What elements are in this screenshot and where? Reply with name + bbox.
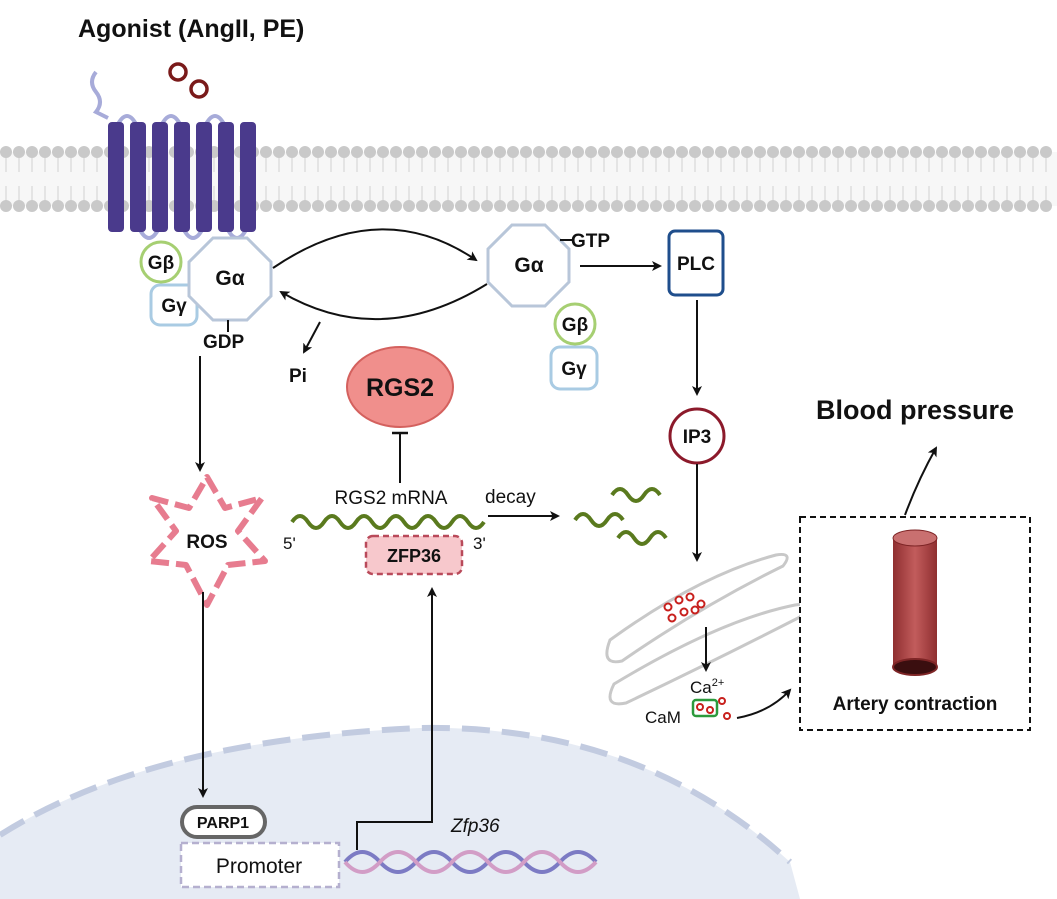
ggamma-left-label: Gγ	[161, 296, 187, 317]
inactivation-arrow	[279, 283, 488, 321]
ros-star	[146, 474, 268, 608]
zfp36-gene-label: Zfp36	[450, 816, 500, 837]
pi-label: Pi	[289, 366, 307, 387]
g-protein-active	[486, 223, 599, 391]
promoter-box	[179, 841, 341, 889]
rgs2-protein	[346, 346, 454, 428]
calcium-label: Ca2+	[690, 677, 724, 697]
cam-label: CaM	[645, 708, 681, 727]
five-prime-label: 5'	[283, 534, 296, 553]
gtp-label: GTP	[571, 231, 610, 252]
promoter-label: Promoter	[216, 855, 302, 878]
activation-arrow	[272, 228, 478, 269]
gpcr-receptor	[90, 70, 256, 240]
blood-pressure-label: Blood pressure	[816, 395, 1014, 425]
ip3-label: IP3	[683, 427, 712, 448]
artery-contraction-label: Artery contraction	[833, 694, 998, 715]
rgs2-label: RGS2	[366, 374, 434, 402]
pi-release-arrow	[303, 321, 321, 354]
decay-label: decay	[485, 487, 536, 508]
parp1-box	[180, 805, 267, 839]
gbeta-right-label: Gβ	[562, 315, 588, 336]
gbeta-left-label: Gβ	[148, 253, 174, 274]
calcium-base: Ca	[690, 678, 712, 697]
plc-box	[667, 229, 725, 297]
diagram-title: Agonist (AngII, PE)	[78, 15, 304, 43]
rgs2-mrna-strand	[290, 514, 486, 530]
zfp36-protein-label: ZFP36	[387, 546, 441, 566]
artery-icon	[892, 529, 938, 676]
three-prime-label: 3'	[473, 534, 486, 553]
plc-label: PLC	[677, 254, 715, 275]
gene-expression-arrow	[356, 587, 437, 850]
cam-to-contraction-arrow	[736, 688, 792, 719]
zfp36-protein	[364, 534, 464, 576]
calcium-ions-er	[663, 592, 706, 623]
ip3-circle	[668, 407, 726, 465]
calcium-charge: 2+	[712, 677, 725, 689]
calcium-ions-cam	[696, 697, 731, 720]
gdp-label: GDP	[203, 332, 245, 353]
galpha-inactive-label: Gα	[215, 267, 244, 290]
contraction-to-bp-arrow	[904, 446, 937, 516]
parp1-label: PARP1	[197, 815, 249, 832]
galpha-active-label: Gα	[514, 254, 543, 277]
zfp36-gene-dna	[343, 850, 598, 874]
degraded-mrna-fragments	[573, 487, 668, 546]
g-protein-inactive	[139, 236, 273, 332]
ros-label: ROS	[186, 532, 227, 553]
ggamma-right-label: Gγ	[561, 359, 587, 380]
agonist-ligand-icon	[168, 62, 209, 99]
rgs2-mrna-label: RGS2 mRNA	[335, 488, 448, 509]
